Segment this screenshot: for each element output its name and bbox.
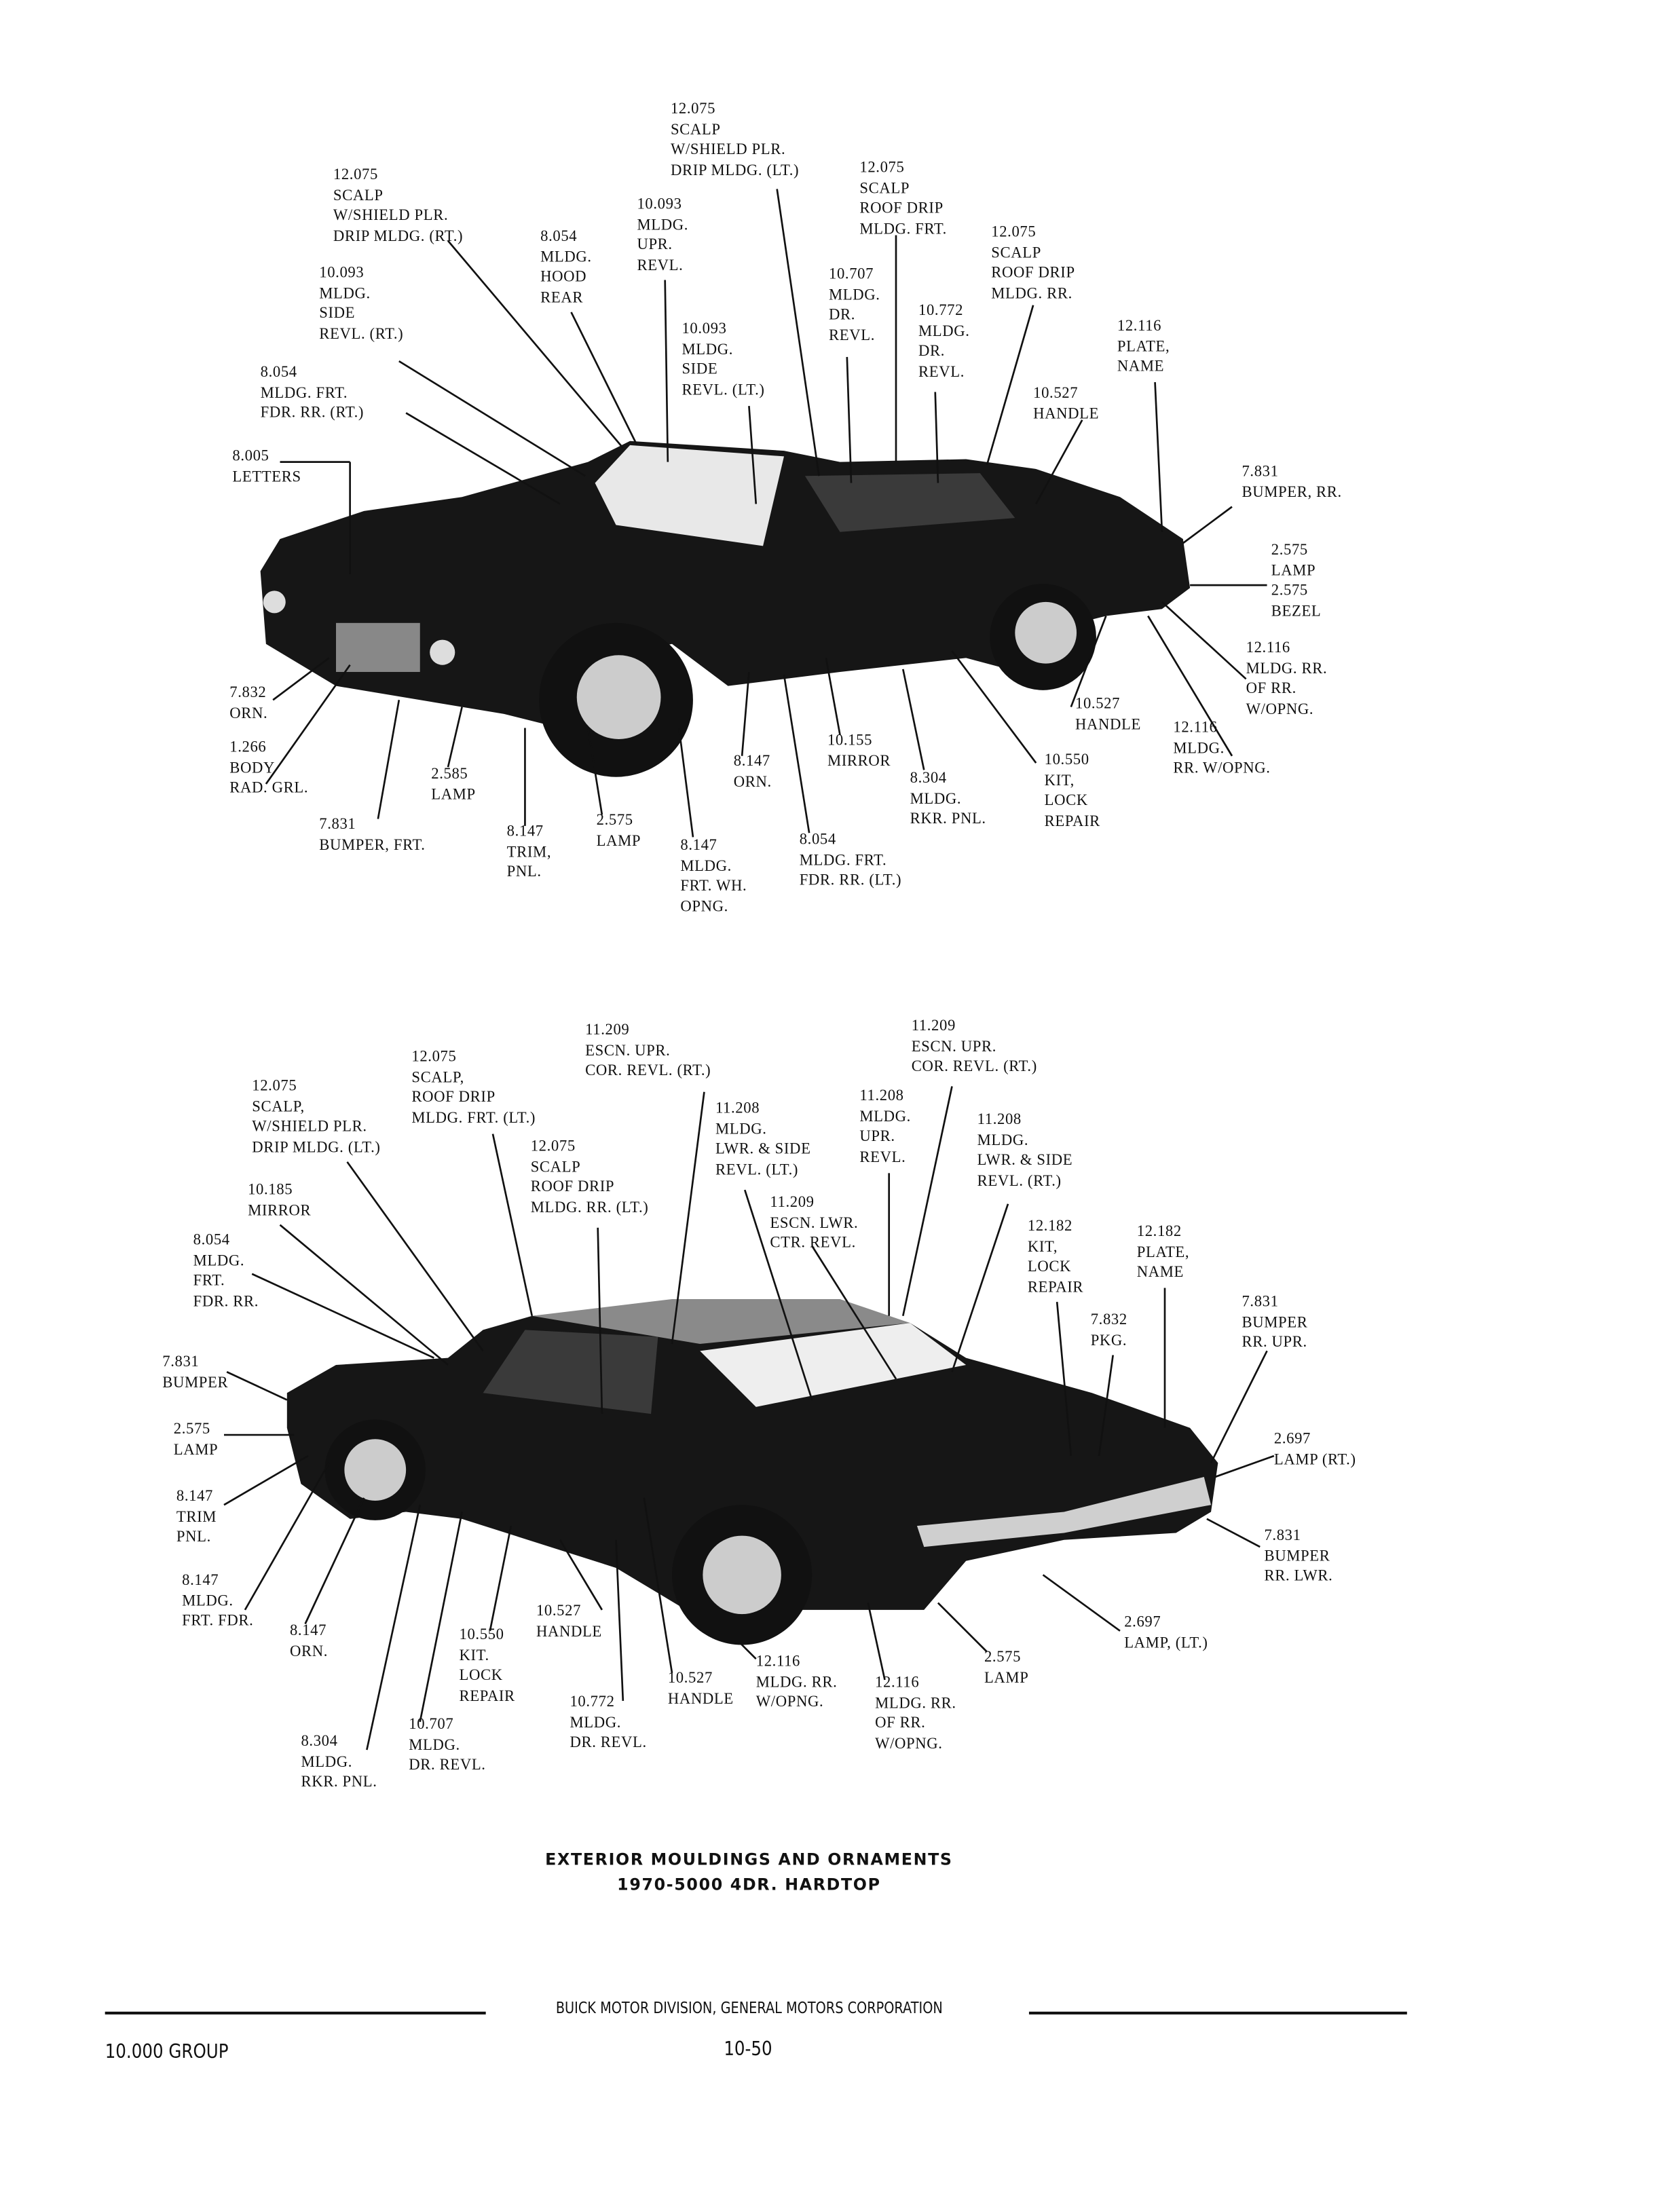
part-callout-label: 12.116 MLDG. RR. OF RR. W/OPNG. bbox=[875, 1674, 956, 1752]
part-callout-label: 12.075 SCALP ROOF DRIP MLDG. RR. (LT.) bbox=[530, 1138, 649, 1216]
figure-caption-subtitle: 1970-5000 4DR. HARDTOP bbox=[617, 1874, 881, 1894]
rear-hubcap bbox=[703, 1535, 781, 1615]
part-callout-label: 8.304 MLDG. RKR. PNL. bbox=[301, 1733, 377, 1791]
part-callout-label: 10.093 MLDG. SIDE REVL. (LT.) bbox=[682, 320, 765, 399]
part-callout-label: 7.831 BUMPER, FRT. bbox=[319, 816, 426, 854]
part-callout-label: 7.831 BUMPER RR. LWR. bbox=[1264, 1527, 1333, 1586]
part-callout-label: 10.527 HANDLE bbox=[536, 1602, 602, 1641]
part-callout-label: 12.116 MLDG. RR. OF RR. W/OPNG. bbox=[1246, 639, 1328, 718]
part-callout-label: 7.832 PKG. bbox=[1090, 1311, 1127, 1349]
part-callout-label: 10.772 MLDG. DR. REVL. bbox=[918, 302, 970, 381]
front-hubcap bbox=[344, 1439, 407, 1501]
figure-caption-title: EXTERIOR MOULDINGS AND ORNAMENTS bbox=[545, 1849, 953, 1869]
headlamp-left bbox=[263, 591, 286, 614]
part-callout-label: 2.575 LAMP 2.575 BEZEL bbox=[1271, 542, 1322, 620]
page-number: 10-50 bbox=[724, 2038, 772, 2061]
headlamp-right bbox=[430, 639, 455, 665]
part-callout-label: 8.054 MLDG. FRT. FDR. RR. bbox=[193, 1232, 259, 1311]
part-callout-label: 12.075 SCALP, W/SHIELD PLR. DRIP MLDG. (… bbox=[252, 1078, 381, 1157]
part-callout-label: 8.054 MLDG. FRT. FDR. RR. (LT.) bbox=[799, 831, 902, 890]
part-callout-label: 2.575 LAMP bbox=[984, 1649, 1029, 1687]
part-callout-label: 10.093 MLDG. SIDE REVL. (RT.) bbox=[319, 264, 404, 343]
part-callout-label: 12.182 PLATE, NAME bbox=[1136, 1223, 1190, 1281]
rear-window bbox=[700, 1323, 967, 1407]
grille bbox=[336, 622, 420, 672]
part-callout-label: 12.075 SCALP ROOF DRIP MLDG. FRT. bbox=[859, 160, 947, 238]
bottom-leader-lines bbox=[223, 1086, 1275, 1750]
part-callout-label: 10.093 MLDG. UPR. REVL. bbox=[637, 195, 689, 274]
part-callout-label: 10.707 MLDG. DR. REVL. bbox=[829, 265, 880, 344]
part-callout-label: 8.147 MLDG. FRT. WH. OPNG. bbox=[680, 837, 747, 916]
part-callout-label: 10.155 MIRROR bbox=[827, 732, 891, 770]
rear-hubcap bbox=[1015, 601, 1077, 664]
part-callout-label: 1.266 BODY RAD. GRL. bbox=[229, 739, 309, 797]
part-callout-label: 12.182 KIT, LOCK REPAIR bbox=[1027, 1218, 1084, 1296]
side-window bbox=[483, 1330, 658, 1414]
part-callout-label: 12.075 SCALP W/SHIELD PLR. DRIP MLDG. (L… bbox=[670, 100, 800, 179]
part-callout-label: 2.575 LAMP bbox=[596, 812, 641, 850]
part-callout-label: 8.054 MLDG. FRT. FDR. RR. (RT.) bbox=[260, 364, 365, 422]
part-callout-label: 8.147 ORN. bbox=[733, 753, 772, 791]
part-callout-label: 7.831 BUMPER, RR. bbox=[1242, 463, 1342, 501]
part-callout-label: 12.075 SCALP ROOF DRIP MLDG. RR. bbox=[991, 224, 1075, 303]
car-rear-view-illustration bbox=[286, 1299, 1218, 1645]
part-callout-label: 11.208 MLDG. LWR. & SIDE REVL. (LT.) bbox=[715, 1100, 811, 1179]
top-leader-lines bbox=[265, 189, 1267, 838]
part-callout-label: 11.208 MLDG. LWR. & SIDE REVL. (RT.) bbox=[977, 1111, 1073, 1190]
part-callout-label: 12.116 MLDG. RR. W/OPNG. bbox=[1173, 719, 1271, 778]
part-callout-label: 2.697 LAMP, (LT.) bbox=[1124, 1614, 1208, 1651]
part-callout-label: 8.147 TRIM PNL. bbox=[176, 1488, 217, 1546]
part-callout-label: 7.831 BUMPER bbox=[162, 1353, 229, 1391]
part-callout-label: 10.772 MLDG. DR. REVL. bbox=[570, 1693, 647, 1752]
part-callout-label: 2.697 LAMP (RT.) bbox=[1273, 1430, 1356, 1468]
footer-rule-right bbox=[1028, 2011, 1407, 2014]
part-callout-label: 8.005 LETTERS bbox=[232, 448, 301, 485]
part-callout-label: 12.075 SCALP, ROOF DRIP MLDG. FRT. (LT.) bbox=[411, 1048, 536, 1127]
windshield bbox=[595, 445, 784, 546]
part-callout-label: 8.147 MLDG. FRT. FDR. bbox=[182, 1572, 254, 1630]
part-callout-label: 12.075 SCALP W/SHIELD PLR. DRIP MLDG. (R… bbox=[333, 166, 464, 245]
part-callout-label: 2.575 LAMP bbox=[173, 1421, 219, 1459]
footer-rule-left bbox=[105, 2011, 486, 2014]
part-callout-label: 11.209 ESCN. UPR. COR. REVL. (RT.) bbox=[585, 1021, 711, 1080]
part-callout-label: 10.527 HANDLE bbox=[667, 1670, 734, 1708]
part-callout-label: 11.208 MLDG. UPR. REVL. bbox=[859, 1087, 911, 1166]
part-callout-label: 11.209 ESCN. UPR. COR. REVL. (RT.) bbox=[911, 1017, 1037, 1076]
car-front-view-illustration bbox=[260, 440, 1191, 777]
side-window bbox=[804, 473, 1015, 532]
part-callout-label: 8.147 TRIM, PNL. bbox=[506, 823, 552, 881]
part-callout-label: 2.585 LAMP bbox=[431, 766, 476, 804]
part-callout-label: 11.209 ESCN. LWR. CTR. REVL. bbox=[770, 1194, 859, 1252]
part-callout-label: 10.550 KIT. LOCK REPAIR bbox=[459, 1626, 515, 1705]
footer-group: 10.000 GROUP bbox=[105, 2041, 229, 2064]
part-callout-label: 7.831 BUMPER RR. UPR. bbox=[1242, 1293, 1308, 1351]
part-callout-label: 8.304 MLDG. RKR. PNL. bbox=[910, 770, 986, 828]
front-hubcap bbox=[576, 655, 661, 739]
roof bbox=[531, 1299, 910, 1344]
part-callout-label: 10.527 HANDLE bbox=[1033, 385, 1100, 423]
part-callout-label: 10.707 MLDG. DR. REVL. bbox=[409, 1716, 486, 1774]
part-callout-label: 12.116 MLDG. RR. W/OPNG. bbox=[755, 1653, 838, 1711]
part-callout-label: 10.185 MIRROR bbox=[248, 1181, 312, 1219]
footer-publisher: BUICK MOTOR DIVISION, GENERAL MOTORS COR… bbox=[555, 1999, 943, 2018]
part-callout-label: 8.054 MLDG. HOOD REAR bbox=[540, 228, 592, 307]
rear-bumper bbox=[916, 1476, 1212, 1548]
part-callout-label: 10.550 KIT, LOCK REPAIR bbox=[1044, 751, 1100, 830]
part-callout-label: 7.832 ORN. bbox=[229, 684, 268, 722]
part-callout-label: 12.116 PLATE, NAME bbox=[1117, 318, 1170, 376]
part-callout-label: 8.147 ORN. bbox=[289, 1622, 329, 1660]
part-callout-label: 10.527 HANDLE bbox=[1075, 696, 1141, 733]
